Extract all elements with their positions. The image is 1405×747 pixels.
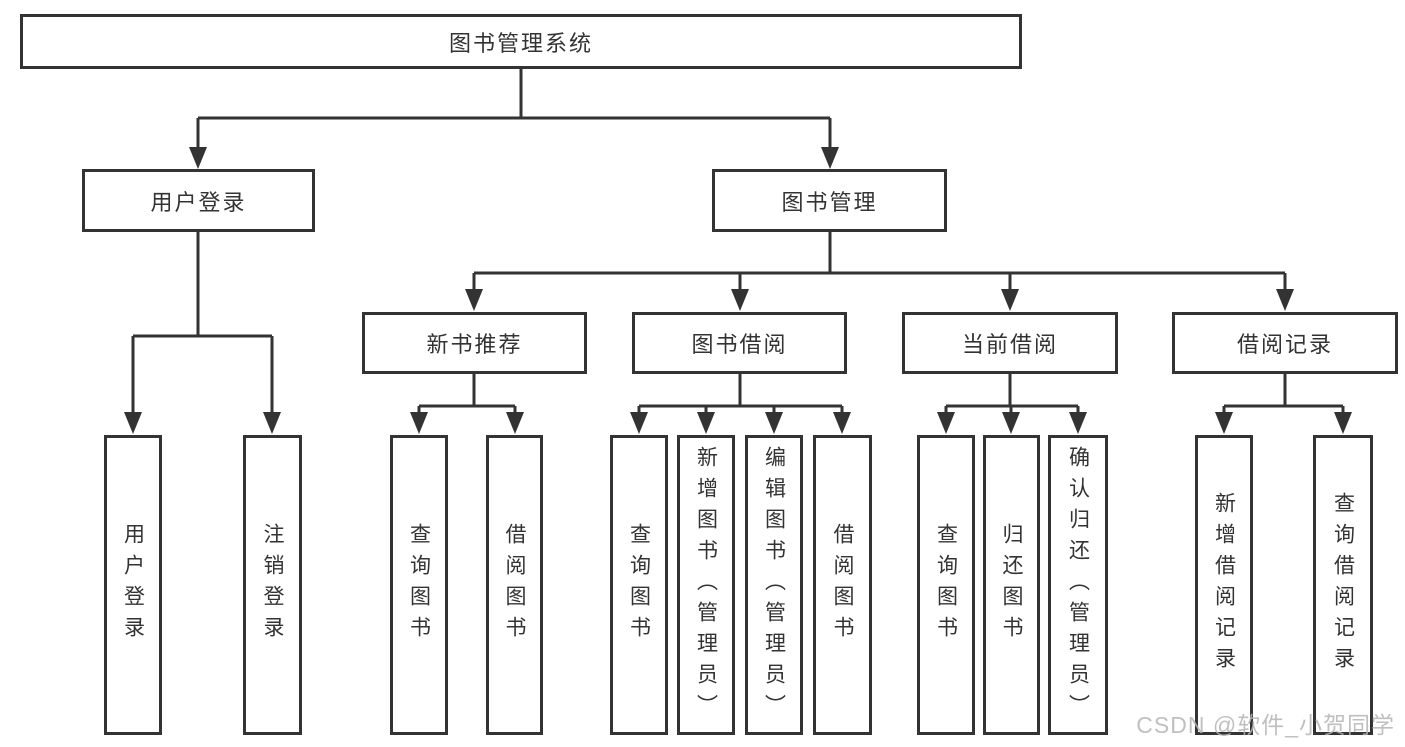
arrow-down-icon — [821, 147, 839, 169]
leaf-query-books-borrowing: 查询图书 — [610, 435, 668, 735]
leaf-return-books: 归还图书 — [983, 435, 1040, 735]
leaf-query-books-borrowing-label: 查询图书 — [627, 523, 651, 647]
connector-current-borrowing — [937, 374, 1087, 434]
arrow-down-icon — [630, 412, 648, 434]
node-current-borrowing-label: 当前借阅 — [961, 332, 1058, 357]
leaf-borrow-books: 借阅图书 — [813, 435, 872, 735]
node-book-borrowing-label: 图书借阅 — [691, 332, 788, 357]
connector-root — [189, 69, 839, 169]
connector-new-book-recommend — [410, 374, 524, 434]
connector-borrowing-records — [1215, 374, 1352, 434]
leaf-add-books-admin-label: 新增图书（管理员） — [694, 445, 718, 725]
node-book-management-label: 图书管理 — [781, 189, 878, 215]
leaf-query-borrow-record: 查询借阅记录 — [1313, 435, 1373, 735]
leaf-query-books-recommend-label: 查询图书 — [407, 523, 431, 647]
leaf-add-borrow-record-label: 新增借阅记录 — [1212, 492, 1236, 678]
connector-user-login — [124, 232, 281, 434]
node-new-book-recommend: 新书推荐 — [362, 312, 587, 374]
node-root: 图书管理系统 — [20, 14, 1022, 69]
leaf-add-borrow-record: 新增借阅记录 — [1195, 435, 1253, 735]
connector-book-management — [465, 232, 1294, 311]
leaf-borrow-books-label: 借阅图书 — [831, 523, 854, 647]
arrow-down-icon — [1001, 289, 1019, 311]
leaf-logout: 注销登录 — [243, 435, 302, 735]
node-user-login-label: 用户登录 — [150, 189, 247, 215]
leaf-borrow-books-recommend-label: 借阅图书 — [503, 523, 526, 647]
arrow-down-icon — [263, 412, 281, 434]
arrow-down-icon — [124, 412, 142, 434]
leaf-query-books-current-label: 查询图书 — [934, 523, 958, 647]
leaf-query-books-current: 查询图书 — [917, 435, 975, 735]
node-root-label: 图书管理系统 — [448, 30, 593, 56]
leaf-edit-books-admin: 编辑图书（管理员） — [745, 435, 803, 735]
arrow-down-icon — [765, 412, 783, 434]
arrow-down-icon — [731, 289, 749, 311]
leaf-borrow-books-recommend: 借阅图书 — [486, 435, 543, 735]
arrow-down-icon — [189, 147, 207, 169]
node-book-management: 图书管理 — [712, 169, 947, 232]
arrow-down-icon — [937, 412, 955, 434]
node-new-book-recommend-label: 新书推荐 — [426, 332, 523, 357]
arrow-down-icon — [1215, 412, 1233, 434]
arrow-down-icon — [1276, 289, 1294, 311]
leaf-query-books-recommend: 查询图书 — [390, 435, 448, 735]
node-borrowing-records: 借阅记录 — [1172, 312, 1398, 374]
csdn-watermark: CSDN @软件_小贺同学 — [1136, 712, 1395, 738]
leaf-confirm-return-admin: 确认归还（管理员） — [1048, 435, 1108, 735]
leaf-logout-label: 注销登录 — [261, 523, 284, 647]
leaf-confirm-return-admin-label: 确认归还（管理员） — [1066, 445, 1090, 725]
arrow-down-icon — [1002, 412, 1020, 434]
leaf-user-login-label: 用户登录 — [121, 523, 145, 647]
arrow-down-icon — [697, 412, 715, 434]
arrow-down-icon — [1069, 412, 1087, 434]
node-borrowing-records-label: 借阅记录 — [1236, 332, 1333, 357]
connector-book-borrowing — [630, 374, 851, 434]
arrow-down-icon — [506, 412, 524, 434]
node-user-login: 用户登录 — [82, 169, 315, 232]
arrow-down-icon — [465, 289, 483, 311]
arrow-down-icon — [410, 412, 428, 434]
arrow-down-icon — [833, 412, 851, 434]
leaf-user-login: 用户登录 — [104, 435, 162, 735]
leaf-edit-books-admin-label: 编辑图书（管理员） — [762, 445, 786, 725]
node-current-borrowing: 当前借阅 — [902, 312, 1118, 374]
arrow-down-icon — [1334, 412, 1352, 434]
leaf-query-borrow-record-label: 查询借阅记录 — [1331, 492, 1355, 678]
leaf-add-books-admin: 新增图书（管理员） — [677, 435, 735, 735]
node-book-borrowing: 图书借阅 — [632, 312, 847, 374]
leaf-return-books-label: 归还图书 — [1000, 523, 1023, 647]
